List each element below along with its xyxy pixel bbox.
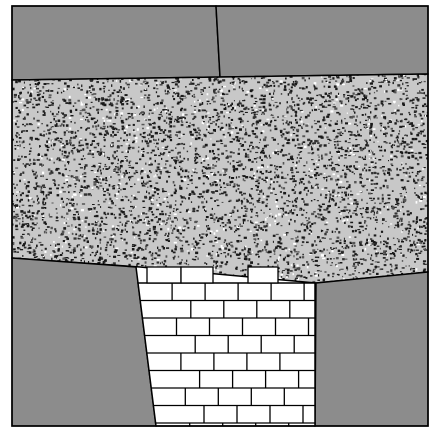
upper-rock-right xyxy=(216,6,428,77)
lower-rock-right xyxy=(315,272,428,426)
upper-rock-left xyxy=(12,6,220,80)
fill-layer xyxy=(12,72,430,288)
lower-rock-left xyxy=(12,258,156,426)
brick-column xyxy=(138,283,315,426)
top-bricks xyxy=(147,267,278,283)
